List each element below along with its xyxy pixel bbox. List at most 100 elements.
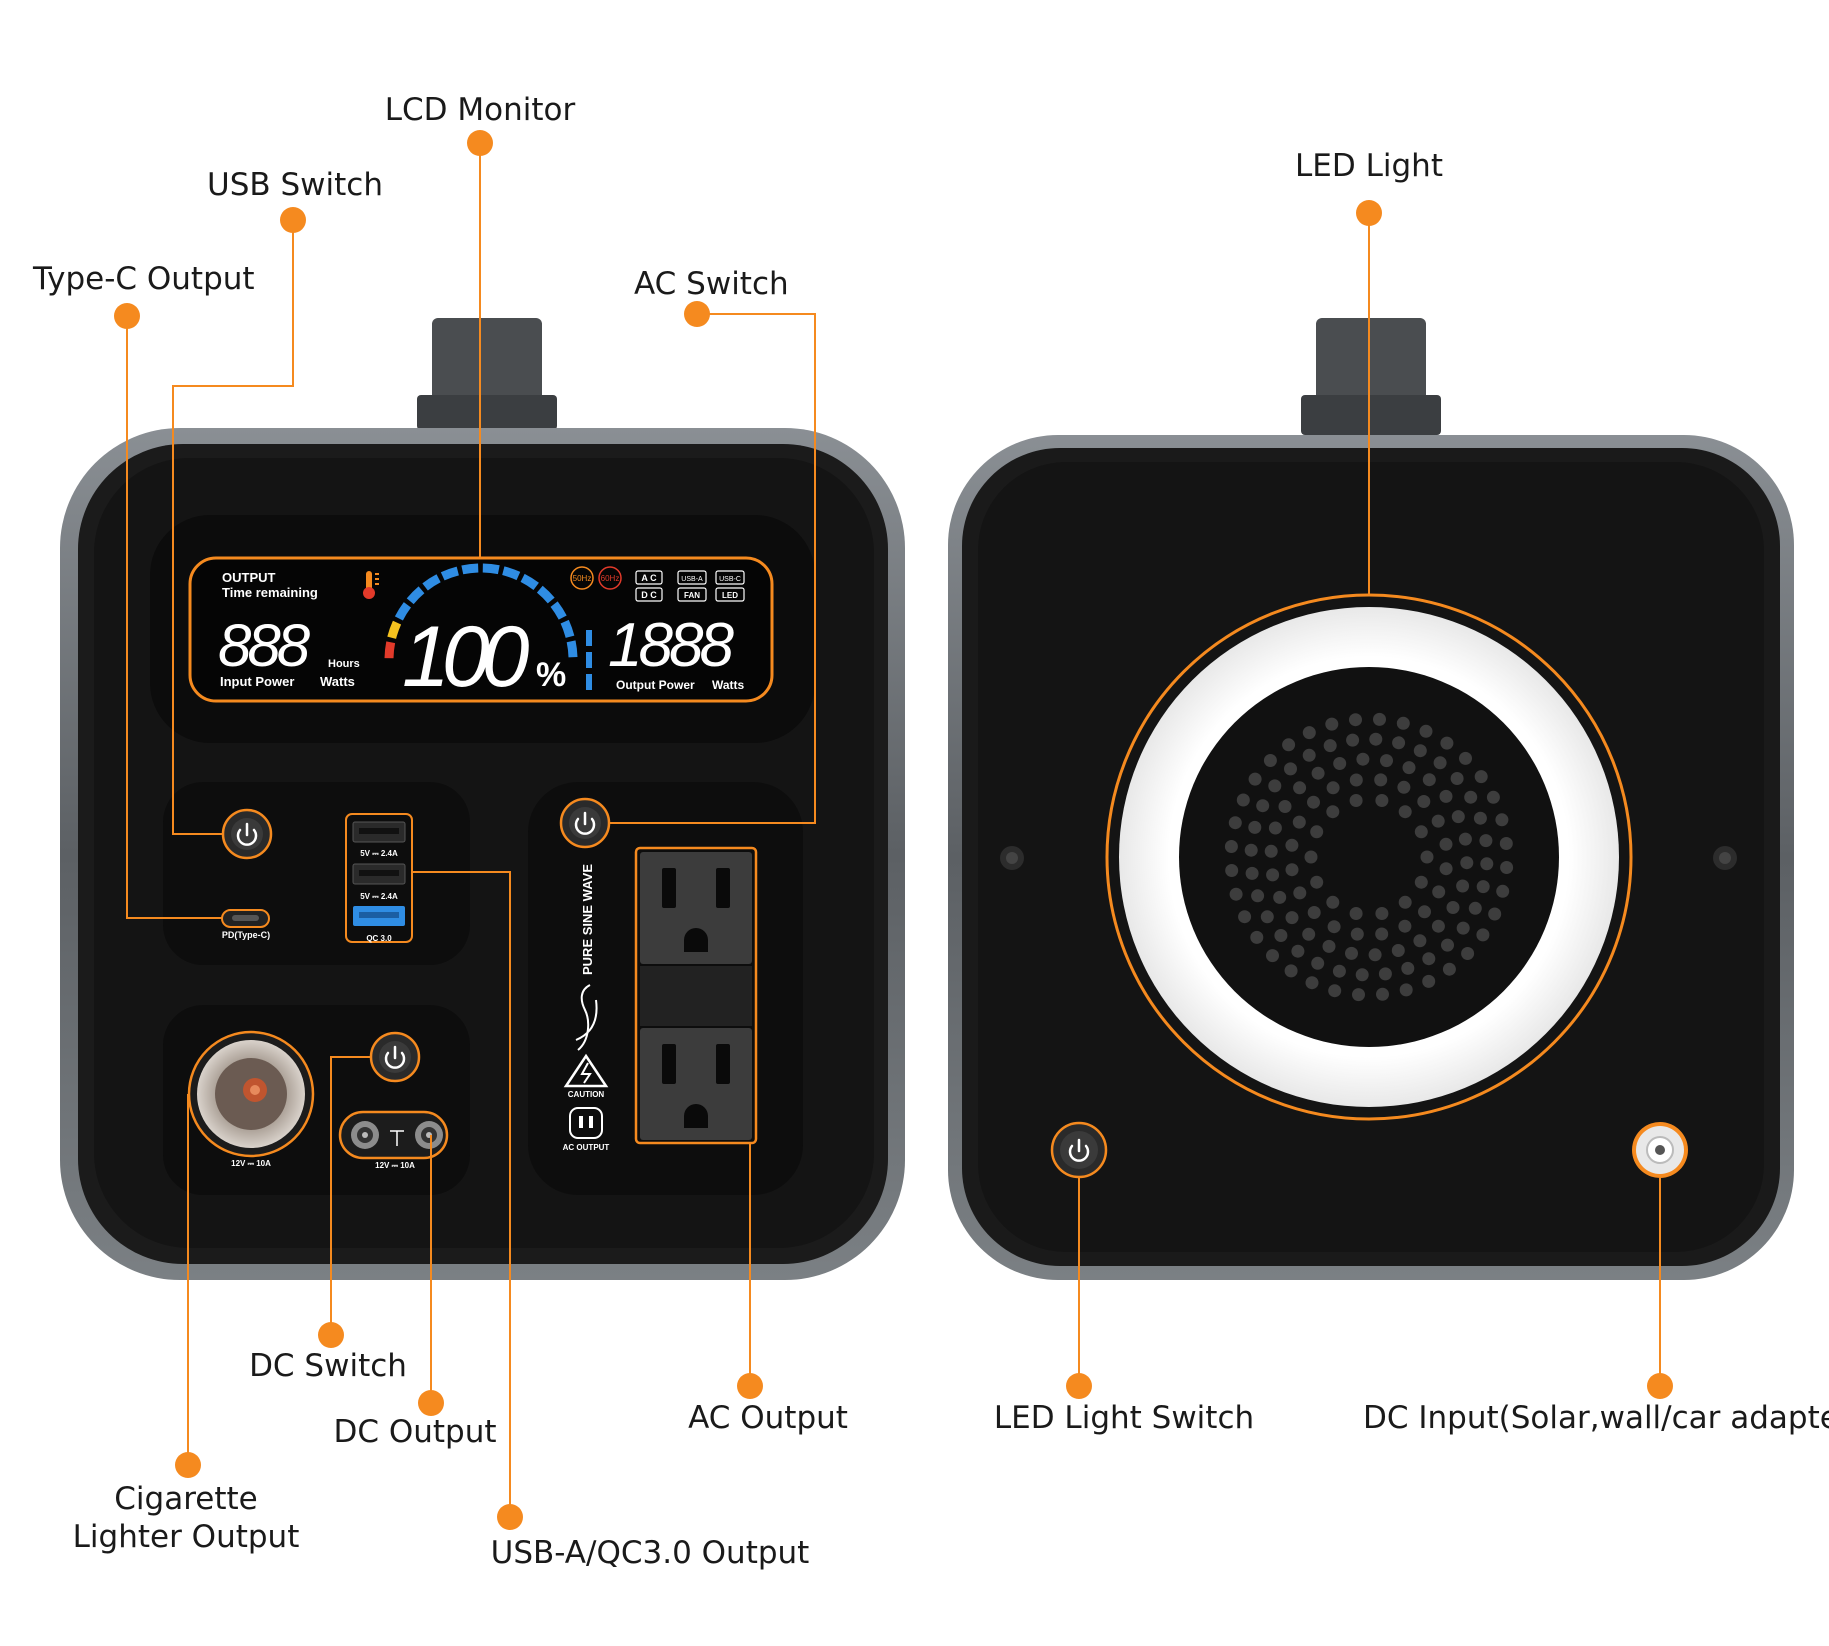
callout-usb-a-qc-output: USB-A/QC3.0 Output: [490, 1535, 810, 1571]
usb-a-port-1[interactable]: [352, 821, 406, 843]
grille-hole: [1349, 713, 1362, 727]
grille-hole: [1256, 799, 1270, 813]
power-icon: [384, 1045, 406, 1069]
grille-hole: [1458, 832, 1472, 846]
caution-icon: [563, 1053, 609, 1088]
grille-hole: [1376, 987, 1389, 1001]
grille-hole: [1293, 781, 1307, 795]
gauge-segment: [566, 640, 578, 658]
grille-hole: [1391, 944, 1405, 957]
grille-hole: [1495, 813, 1509, 827]
grille-hole: [1322, 939, 1336, 953]
lcd-percent-digits: 100: [402, 609, 530, 705]
callout-dc-input: DC Input(Solar,wall/car adapter): [1363, 1400, 1829, 1436]
type-c-label: PD(Type-C): [222, 930, 270, 940]
grille-hole: [1326, 805, 1340, 819]
grille-hole: [1333, 757, 1347, 770]
ac-outlet-2[interactable]: [640, 1028, 752, 1140]
dc-input-port[interactable]: [1632, 1122, 1688, 1178]
grille-hole: [1368, 948, 1382, 962]
grille-hole: [1369, 732, 1383, 746]
callout-ac-switch: AC Switch: [634, 266, 789, 302]
grille-hole: [1350, 927, 1364, 941]
power-icon: [574, 811, 596, 835]
dc-switch-button[interactable]: [369, 1031, 421, 1083]
grille-hole: [1414, 875, 1428, 889]
callout-lcd-monitor: LCD Monitor: [384, 92, 576, 128]
grille-hole: [1417, 795, 1431, 808]
grille-hole: [1456, 921, 1470, 935]
grille-hole: [1479, 834, 1493, 848]
led-light-switch-button[interactable]: [1050, 1121, 1108, 1179]
led-light: [1105, 593, 1633, 1121]
grille-hole: [1378, 967, 1392, 981]
gauge-segment: [384, 641, 396, 659]
grille-hole: [1496, 884, 1510, 898]
grille-hole: [1305, 976, 1319, 990]
lcd-hours-unit: Hours: [328, 658, 360, 670]
grille-hole: [1380, 754, 1393, 768]
qc3-port[interactable]: [353, 906, 405, 926]
gauge-segment: [461, 563, 479, 575]
type-c-port[interactable]: [221, 909, 270, 928]
lcd-output-text: OUTPUT: [222, 570, 276, 585]
grille-hole: [1419, 724, 1433, 738]
grille-hole: [1440, 736, 1454, 750]
grille-hole: [1460, 856, 1474, 870]
grille-hole: [1302, 726, 1316, 740]
lcd-usb-c: USB-C: [719, 576, 741, 583]
callout-led-light: LED Light: [1295, 148, 1443, 184]
gauge-segment: [482, 563, 500, 575]
gauge-segment: [440, 566, 459, 581]
grille-hole: [1304, 850, 1318, 864]
usb-a-port-2[interactable]: [352, 863, 406, 885]
dc-port-1[interactable]: [351, 1121, 379, 1149]
grille-hole: [1224, 840, 1238, 853]
lcd-input-power: Input Power: [220, 674, 294, 689]
grille-hole: [1464, 790, 1478, 804]
grille-hole: [1285, 838, 1299, 852]
grille-hole: [1326, 895, 1340, 909]
grille-hole: [1402, 761, 1416, 775]
grille-hole: [1278, 800, 1292, 813]
grille-hole: [1392, 736, 1406, 750]
grille-hole: [1439, 862, 1453, 876]
polarity-icon: [390, 1130, 404, 1146]
grille-hole: [1266, 868, 1280, 882]
dc-port-2[interactable]: [415, 1121, 443, 1149]
grille-hole: [1311, 956, 1325, 970]
gauge-segment: [422, 574, 441, 591]
dc-rating: 12V ⎓ 10A: [375, 1161, 415, 1170]
grille-hole: [1499, 837, 1513, 850]
gauge-segment: [406, 586, 425, 605]
gauge-segment: [586, 674, 592, 690]
gauge-segment: [536, 585, 555, 604]
grille-hole: [1352, 988, 1365, 1002]
lcd-fan: FAN: [684, 591, 700, 600]
lcd-watts-left: Watts: [320, 674, 355, 689]
grille-hole: [1302, 748, 1316, 762]
grille-hole: [1398, 895, 1412, 909]
grille-hole: [1307, 906, 1321, 919]
speaker-grille: [1224, 712, 1514, 1002]
cigarette-rating: 12V ⎓ 10A: [231, 1159, 271, 1168]
grille-hole: [1422, 974, 1436, 988]
grille-hole: [1349, 773, 1363, 787]
ac-outlet-1[interactable]: [640, 852, 752, 964]
grille-hole: [1439, 789, 1453, 803]
ac-switch-button[interactable]: [559, 797, 611, 849]
grille-hole: [1260, 910, 1274, 924]
grille-hole: [1228, 816, 1242, 830]
grille-hole: [1326, 781, 1340, 795]
grille-hole: [1473, 811, 1487, 825]
grille-hole: [1413, 934, 1427, 948]
usb-a-rating-2: 5V ⎓ 2.4A: [360, 892, 398, 901]
cigarette-lighter-port[interactable]: [187, 1030, 315, 1158]
gauge-segment: [550, 601, 567, 620]
lcd-hours-digits: 888: [218, 612, 311, 679]
grille-hole: [1229, 887, 1243, 901]
callout-usb-switch: USB Switch: [207, 167, 383, 203]
grille-hole: [1310, 825, 1324, 839]
usb-switch-button[interactable]: [221, 808, 273, 860]
